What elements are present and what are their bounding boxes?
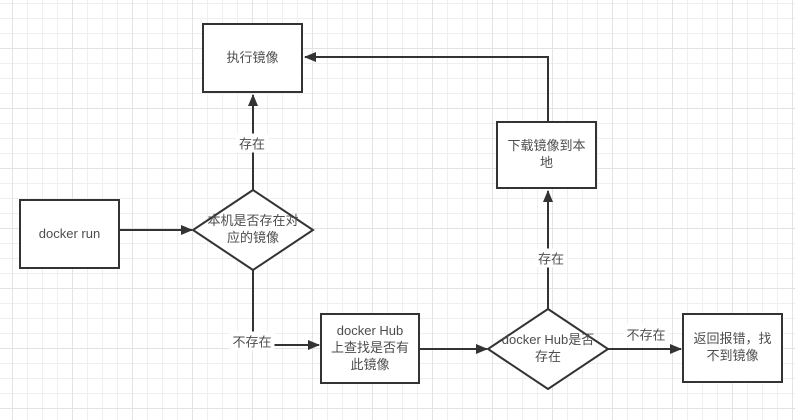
node-local-image-decision: 本机是否存在对 应的镜像 [191, 188, 315, 272]
node-hub-image-decision-label: docker Hub是否 存在 [501, 332, 595, 364]
node-hub-image-decision: docker Hub是否 存在 [486, 307, 610, 391]
edge-label-hub-not-exists: 不存在 [623, 324, 669, 344]
node-local-image-decision-label: 本机是否存在对 应的镜像 [207, 213, 299, 245]
node-hub-search-label: docker Hub 上查找是否有 此镜像 [330, 323, 409, 372]
edge-label-local-exists: 存在 [235, 133, 269, 153]
node-execute-image: 执行镜像 [202, 23, 303, 93]
node-download-image-label: 下载镜像到本 地 [507, 138, 586, 170]
node-error-return: 返回报错，找 不到镜像 [682, 313, 783, 383]
node-error-return-label: 返回报错，找 不到镜像 [693, 331, 772, 363]
node-docker-run: docker run [19, 199, 120, 269]
diamond-shape [486, 307, 610, 391]
node-download-image: 下载镜像到本 地 [496, 121, 597, 189]
node-docker-run-label: docker run [38, 225, 101, 241]
node-execute-image-label: 执行镜像 [226, 49, 279, 65]
edge-label-local-not-exists: 不存在 [229, 331, 275, 351]
node-hub-search: docker Hub 上查找是否有 此镜像 [320, 313, 420, 384]
edge-label-hub-exists: 存在 [534, 248, 568, 268]
diamond-shape [191, 188, 315, 272]
edge-download-to-exec [304, 52, 549, 121]
